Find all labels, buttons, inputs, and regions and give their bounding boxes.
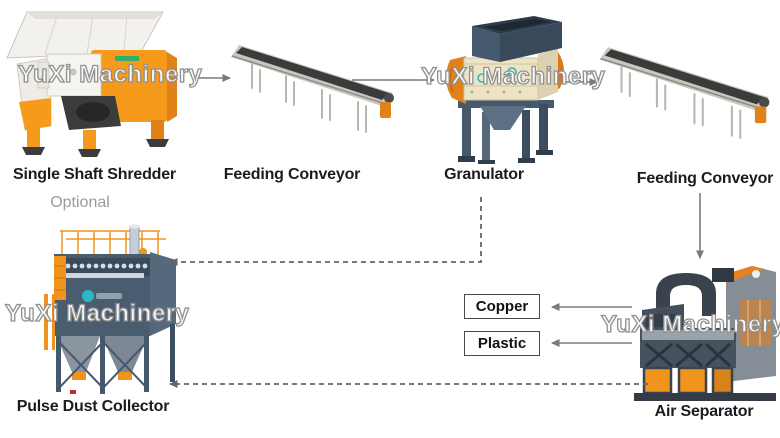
granulator-image bbox=[445, 16, 565, 164]
shredder-label: Single Shaft Shredder bbox=[13, 166, 176, 183]
single-shaft-shredder-image bbox=[6, 11, 177, 157]
dashed-arrow-granulator-to-dust-collector bbox=[169, 197, 482, 266]
air-separator-image bbox=[634, 266, 776, 401]
air-separator-label: Air Separator bbox=[654, 403, 754, 420]
feeding-conveyor-1-label: Feeding Conveyor bbox=[223, 166, 361, 183]
plastic-output-box: Plastic bbox=[464, 331, 540, 356]
feeding-conveyor-2-image bbox=[599, 47, 770, 139]
copper-output-label: Copper bbox=[475, 298, 529, 315]
copper-output-box: Copper bbox=[464, 294, 540, 319]
granulator-label: Granulator bbox=[444, 166, 524, 183]
pulse-dust-collector-label: Pulse Dust Collector bbox=[16, 398, 170, 415]
feeding-conveyor-2-label: Feeding Conveyor bbox=[636, 170, 774, 187]
feeding-conveyor-1-image bbox=[231, 45, 394, 133]
shredder-optional-note: Optional bbox=[50, 194, 110, 211]
plastic-output-label: Plastic bbox=[477, 335, 527, 352]
pulse-dust-collector-image bbox=[44, 224, 176, 394]
